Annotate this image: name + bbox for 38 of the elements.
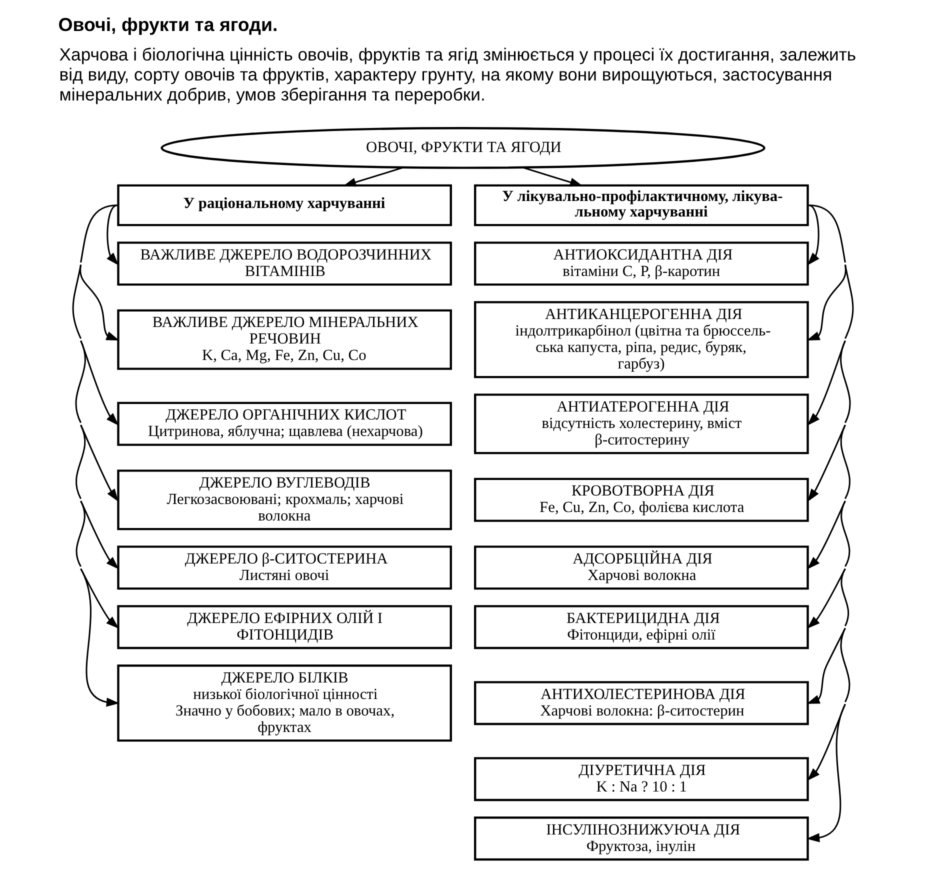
node-box: АНТИАТЕРОГЕННА ДІЯ відсутність холестерину, вміст β-ситостерину bbox=[474, 394, 808, 454]
arrow bbox=[522, 166, 582, 187]
node-box: АНТИКАНЦЕРОГЕННА ДІЯ індолтрикарбінол (цвітна та брюссель- ська капуста, ріпа, редис, буряк, гарбуз) bbox=[474, 301, 808, 378]
arrow bbox=[806, 500, 850, 629]
node-box: АНТИХОЛЕСТЕРИНОВА ДІЯ Харчові волокна: β-ситостерин bbox=[474, 681, 808, 726]
arrow bbox=[342, 166, 404, 187]
node-box: У лікувально-профілактичному, лікува- льному харчуванні bbox=[474, 184, 808, 226]
node-box: ІНСУЛІНОЗНИЖУЮЧА ДІЯ Фруктоза, інулін bbox=[474, 816, 808, 861]
arrow bbox=[80, 500, 118, 570]
node-box: АДСОРБЦІЙНА ДІЯ Харчові волокна bbox=[474, 546, 808, 590]
node-box: ВАЖЛИВЕ ДЖЕРЕЛО ВОДОРОЗЧИННИХ ВІТАМІНІВ bbox=[116, 242, 452, 286]
arrow bbox=[806, 704, 846, 842]
arrow bbox=[80, 568, 118, 629]
node-ellipse: ОВОЧІ, ФРУКТИ ТА ЯГОДИ bbox=[160, 127, 765, 169]
arrow bbox=[806, 204, 846, 340]
diagram-title: Овочі, фрукти та ягоди. bbox=[58, 14, 278, 35]
arrow bbox=[806, 204, 819, 266]
node-box: ДІУРЕТИЧНА ДІЯ K : Na ? 10 : 1 bbox=[474, 757, 808, 802]
arrow bbox=[79, 264, 119, 340]
arrow bbox=[806, 628, 850, 781]
arrow bbox=[80, 424, 118, 502]
node-box: КРОВОТВОРНА ДІЯ Fe, Cu, Zn, Co, фолієва кислота bbox=[474, 478, 808, 522]
arrow bbox=[72, 204, 119, 707]
arrow bbox=[806, 424, 850, 570]
node-box: ДЖЕРЕЛО ОРГАНІЧНИХ КИСЛОТ Цитринова, яблучна; щавлева (нехарчова) bbox=[116, 402, 452, 446]
node-box: ДЖЕРЕЛО ВУГЛЕВОДІВ Легкозасвоювані; крохмаль; харчові волокна bbox=[116, 470, 452, 530]
arrow bbox=[806, 264, 854, 426]
node-box: АНТИОКСИДАНТНА ДІЯ вітаміни С, Р, β-каротин bbox=[474, 242, 808, 286]
label: Харчова і біологічна цінність овочів, фруктів та ягід змінюється у процесі їх достигання, залежить від виду, сорту овочів та фруктів, характеру грунту, на якому вони вирощуються, застосування мінеральних добрив, умов зберігання та переробки. bbox=[58, 44, 856, 104]
node-box: ВАЖЛИВЕ ДЖЕРЕЛО МІНЕРАЛЬНИХ РЕЧОВИН K, Ca, Mg, Fe, Zn, Cu, Co bbox=[116, 309, 452, 370]
arrow bbox=[806, 568, 849, 704]
arrow bbox=[807, 340, 850, 502]
node-box: ДЖЕРЕЛО ЕФІРНИХ ОЛІЙ І ФІТОНЦИДІВ bbox=[116, 605, 452, 650]
node-box: У раціональному харчуванні bbox=[116, 184, 452, 226]
node-box: ДЖЕРЕЛО БІЛКІВ низької біологічної цінності Значно у бобових; мало в овочах, фруктах bbox=[116, 664, 452, 742]
node-box: БАКТЕРИЦИДНА ДІЯ Фітонциди, ефірні олії bbox=[474, 605, 808, 650]
node-box: ДЖЕРЕЛО β-СИТОСТЕРИНА Листяні овочі bbox=[116, 546, 452, 590]
arrow bbox=[106, 204, 118, 266]
